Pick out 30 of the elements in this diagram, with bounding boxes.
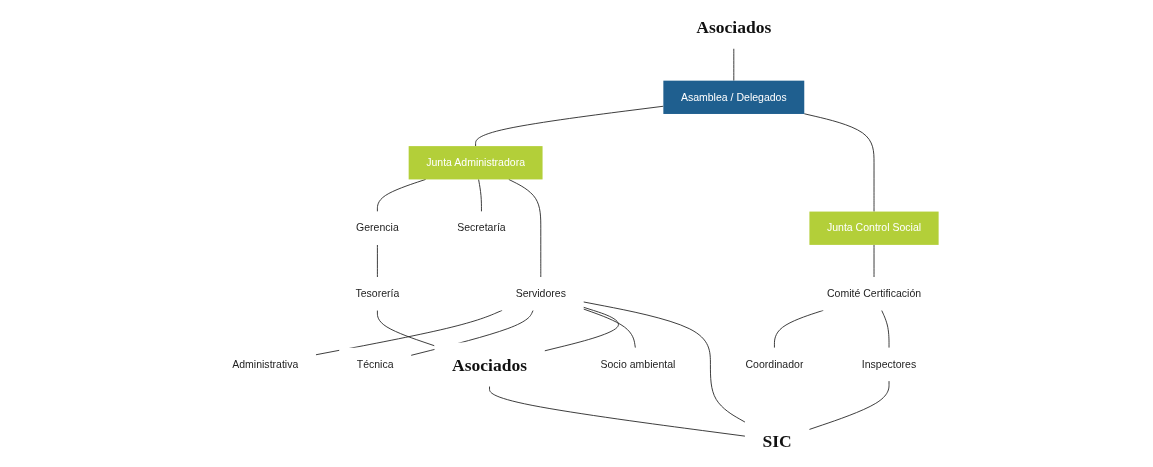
node-box: Junta Control Social [809, 211, 939, 245]
node-text: Administrativa [232, 358, 299, 370]
node-box: Asamblea / Delegados [663, 80, 805, 114]
node-text: Inspectores [861, 358, 917, 370]
connector [508, 179, 542, 278]
connector [773, 309, 824, 349]
connector [733, 48, 735, 82]
node-text: Servidores [515, 287, 566, 300]
connector [376, 244, 378, 278]
connector [803, 113, 875, 212]
node-text: Tesorería [355, 287, 400, 300]
node-text: Gerencia [355, 222, 399, 234]
connector [582, 308, 636, 349]
connector [376, 309, 435, 347]
node-text: Secretaría [457, 222, 506, 234]
connector [376, 179, 426, 212]
connector [582, 301, 746, 423]
node-text: Comité Certificación [826, 287, 921, 300]
node-text: Asociados [696, 16, 772, 37]
connector [315, 309, 503, 356]
connector [881, 309, 890, 349]
node-text: Coordinador [745, 358, 804, 370]
node-text: Socio ambiental [600, 358, 676, 370]
connector [478, 179, 482, 212]
node-box: Junta Administradora [408, 146, 543, 180]
connector [475, 105, 664, 147]
node-text: SIC [762, 430, 792, 451]
connector [808, 380, 890, 430]
connector [543, 306, 619, 352]
connector [488, 385, 746, 437]
